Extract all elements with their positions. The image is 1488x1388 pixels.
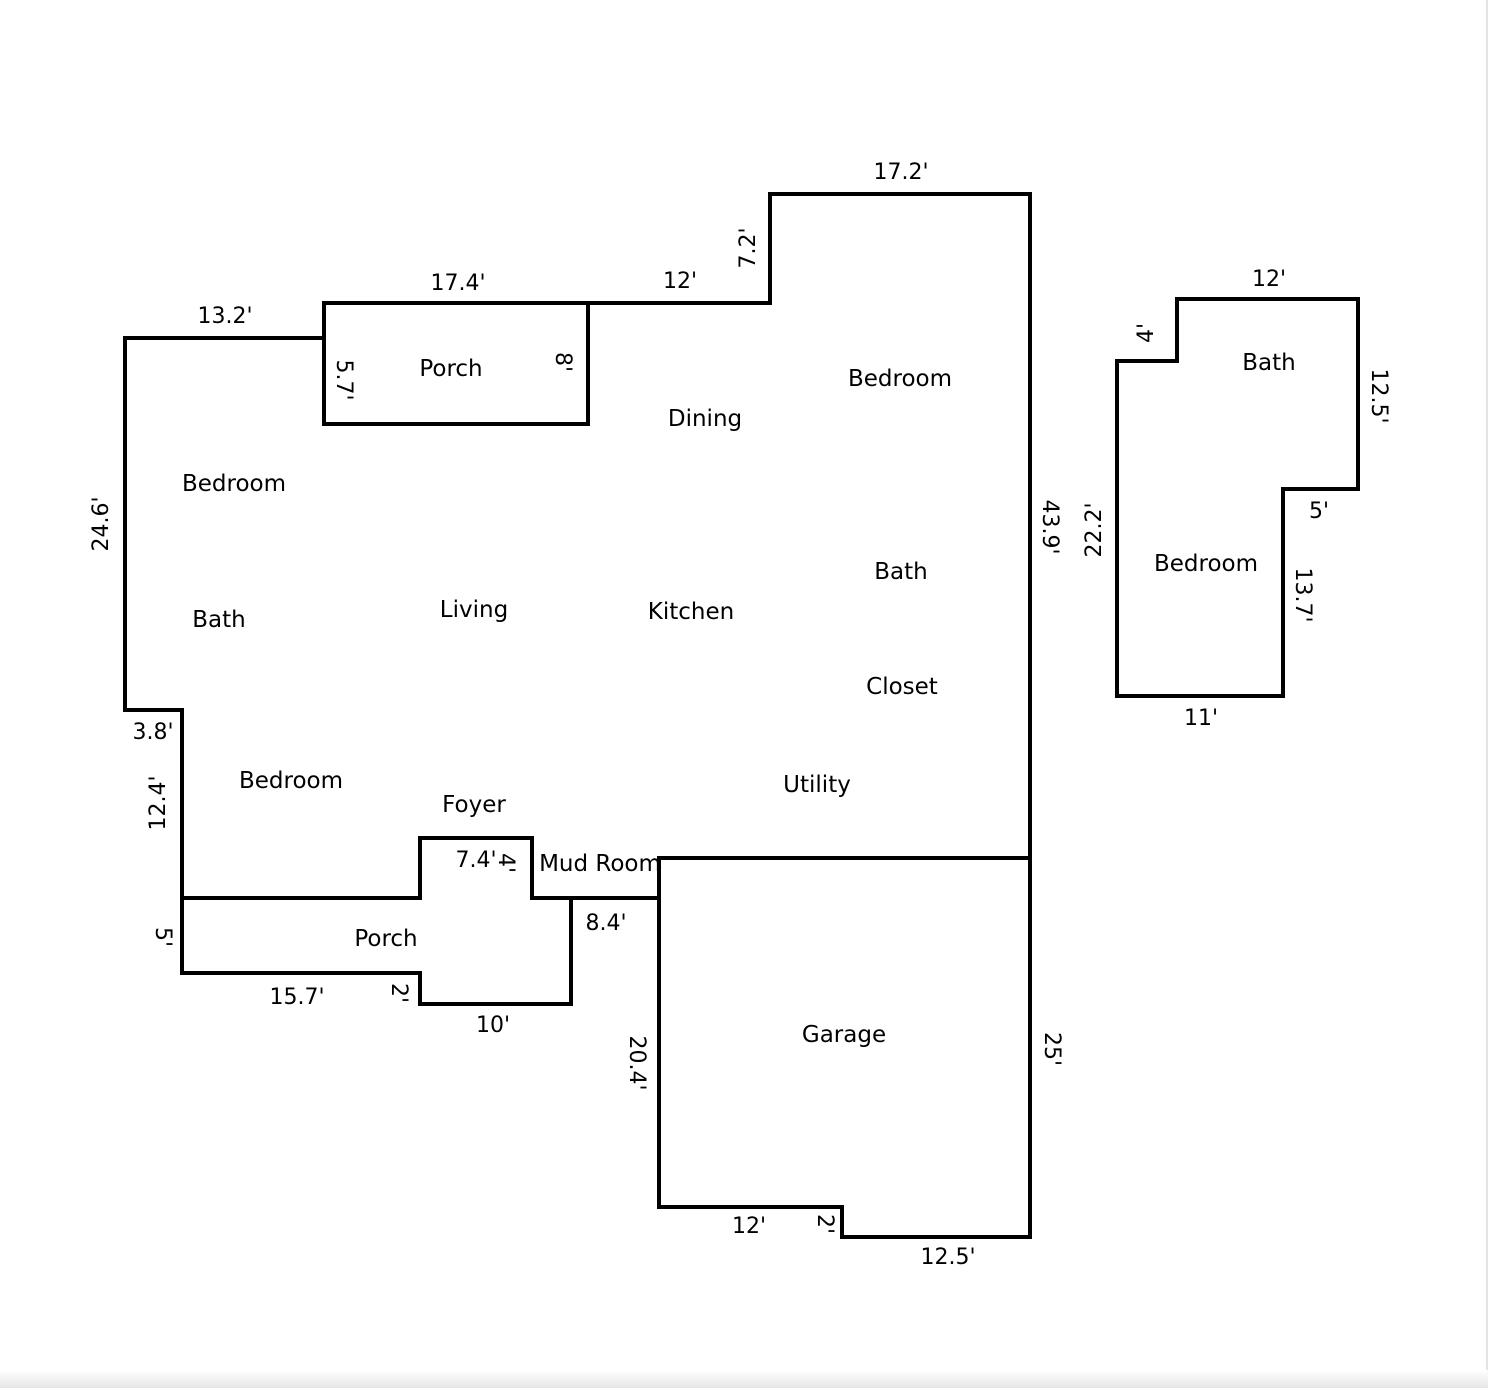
dimension-label: 13.7' (1290, 567, 1315, 622)
page-edge (1486, 0, 1488, 1388)
dimension-label: 43.9' (1037, 499, 1062, 554)
porch-bottom-outline (180, 896, 573, 1006)
dimension-label: 11' (1184, 706, 1218, 731)
room-label-bath-w: Bath (192, 607, 245, 633)
dimension-label: 7.4' (455, 848, 496, 873)
dimension-label: 12.5' (920, 1245, 975, 1270)
annex-outline (1115, 297, 1360, 698)
dimension-label: 2' (812, 1214, 837, 1234)
dimension-label: 8.4' (585, 911, 626, 936)
dimension-label: 12' (663, 269, 697, 294)
dimension-label: 13.2' (197, 304, 252, 329)
room-label-bedroom-ne: Bedroom (848, 366, 952, 392)
dimension-label: 15.7' (269, 985, 324, 1010)
dimension-label: 12.4' (146, 775, 171, 830)
room-label-foyer: Foyer (442, 792, 506, 818)
dimension-label: 17.4' (430, 271, 485, 296)
room-label-annex-bath: Bath (1242, 350, 1295, 376)
room-label-dining: Dining (668, 406, 742, 432)
dimension-label: 12' (1252, 267, 1286, 292)
dimension-label: 10' (476, 1013, 510, 1038)
dimension-label: 24.6' (89, 496, 114, 551)
room-label-annex-bedroom: Bedroom (1154, 551, 1258, 577)
main-house-outline (123, 192, 1032, 900)
dimension-label: 20.4' (624, 1035, 649, 1090)
room-label-porch-top: Porch (419, 356, 482, 382)
room-label-bedroom-sw: Bedroom (239, 768, 343, 794)
room-label-bath-e: Bath (874, 559, 927, 585)
dimension-label: 4' (1134, 323, 1159, 343)
dimension-label: 4' (493, 853, 518, 873)
room-label-porch-bottom: Porch (354, 926, 417, 952)
room-label-mud-room: Mud Room (539, 851, 661, 877)
room-label-living: Living (440, 597, 508, 623)
dimension-label: 17.2' (873, 160, 928, 185)
dimension-label: 5.7' (331, 359, 356, 400)
room-label-garage: Garage (802, 1022, 886, 1048)
room-label-utility: Utility (783, 772, 851, 798)
room-label-closet: Closet (866, 674, 938, 700)
porch-top-outline (322, 301, 590, 426)
room-label-bedroom-nw: Bedroom (182, 471, 286, 497)
garage-outline (657, 856, 1032, 1239)
dimension-label: 5' (1309, 499, 1329, 524)
dimension-label: 12.5' (1366, 368, 1391, 423)
dimension-label: 2' (386, 983, 411, 1003)
dimension-label: 12' (732, 1214, 766, 1239)
room-label-kitchen: Kitchen (648, 599, 734, 625)
dimension-label: 8' (550, 352, 575, 372)
dimension-label: 22.2' (1082, 502, 1107, 557)
dimension-label: 25' (1039, 1032, 1064, 1066)
window-bottom-edge (0, 1370, 1488, 1388)
dimension-label: 5' (150, 927, 175, 947)
dimension-label: 7.2' (736, 227, 761, 268)
dimension-label: 3.8' (132, 720, 173, 745)
